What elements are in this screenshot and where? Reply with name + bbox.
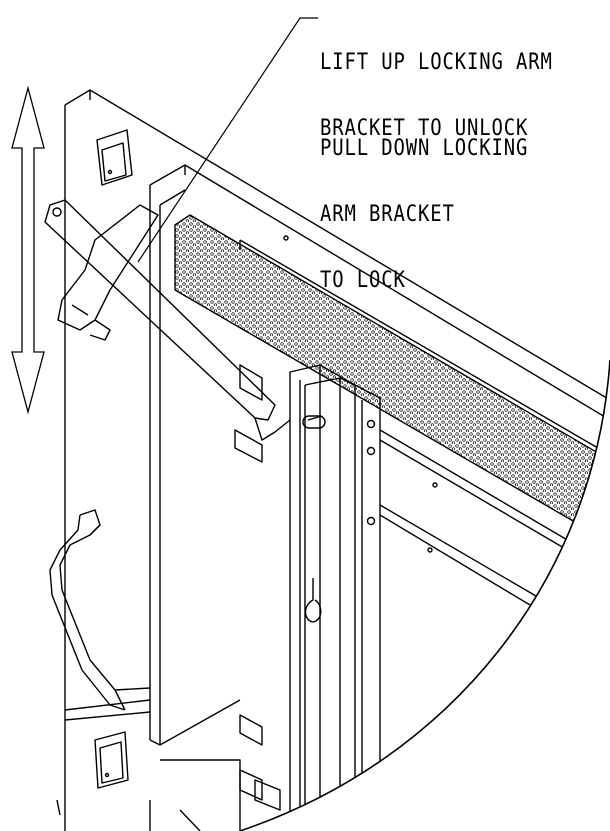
unlock-instruction: LIFT UP LOCKING ARM BRACKET TO UNLOCK	[320, 8, 553, 162]
upper-latch-block	[96, 129, 133, 186]
lock-line-2: ARM BRACKET	[320, 202, 455, 227]
locking-arm-bracket	[44, 199, 291, 441]
detail-view-boundary	[239, 359, 610, 831]
unlock-line-2: BRACKET TO UNLOCK	[320, 116, 529, 141]
lock-instruction: PULL DOWN LOCKING ARM BRACKET TO LOCK	[320, 94, 528, 314]
carrying-handle	[49, 509, 151, 711]
lower-details	[56, 759, 241, 831]
unlock-line-1: LIFT UP LOCKING ARM	[320, 50, 553, 75]
lock-line-3: TO LOCK	[320, 268, 406, 293]
callout-leader-line	[137, 17, 318, 263]
double-arrow-icon	[11, 85, 45, 415]
hinge-plates	[234, 364, 281, 811]
lower-latch-block	[94, 731, 129, 789]
upper-bracket	[57, 204, 159, 341]
lock-line-1: PULL DOWN LOCKING	[320, 136, 529, 161]
rear-panel-frame	[64, 89, 610, 831]
cabinet-panel	[149, 164, 610, 746]
vertical-support-channel	[289, 364, 381, 831]
perforated-vent	[174, 214, 610, 526]
